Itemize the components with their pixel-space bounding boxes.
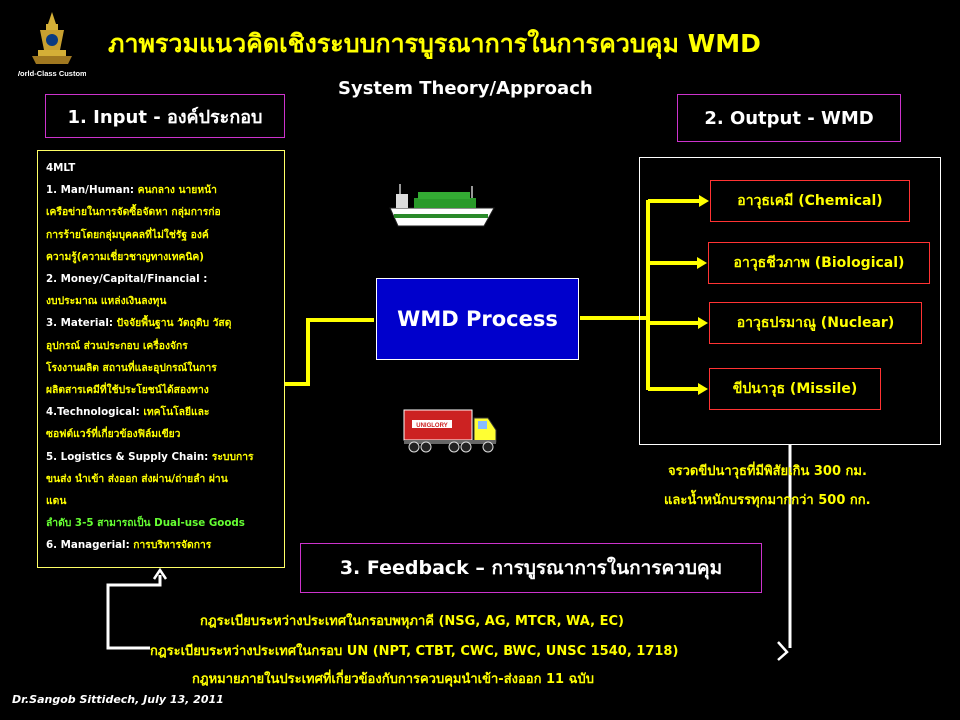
feedback-heading: 3. Feedback – การบูรณาการในการควบคุม: [300, 543, 762, 593]
input-line: 1. Man/Human: คนกลาง นายหน้า: [46, 179, 278, 201]
input-line-segment: 6. Managerial:: [46, 539, 134, 552]
input-line: โรงงานผลิต สถานที่และอุปกรณ์ในการ: [46, 357, 278, 379]
input-line-segment: การร้ายโดยกลุ่มบุคคลที่ไม่ใช่รัฐ องค์: [46, 228, 209, 241]
input-line-segment: 5. Logistics & Supply Chain:: [46, 450, 212, 463]
feedback-line-domestic: กฎหมายภายในประเทศที่เกี่ยวข้องกับการควบค…: [192, 672, 594, 687]
input-line-segment: อุปกรณ์ ส่วนประกอบ เครื่องจักร: [46, 339, 188, 352]
weapon-biological: อาวุธชีวภาพ (Biological): [708, 242, 930, 284]
input-line-segment: ปัจจัยพื้นฐาน วัตถุดิบ วัสดุ: [116, 317, 232, 330]
arrowhead-biological: [697, 257, 707, 269]
weapon-chemical: อาวุธเคมี (Chemical): [710, 180, 910, 222]
input-line-segment: ผลิตสารเคมีที่ใช้ประโยชน์ได้สองทาง: [46, 384, 209, 397]
input-line: แดน: [46, 490, 278, 512]
input-line: ความรู้(ความเชี่ยวชาญทางเทคนิค): [46, 246, 278, 268]
input-line-segment: ระบบการ: [211, 450, 254, 463]
arrowhead-missile: [698, 383, 708, 395]
feedback-line-multilateral: กฎระเบียบระหว่างประเทศในกรอบพหุภาคี (NSG…: [200, 614, 624, 629]
input-line: ซอฟต์แวร์ที่เกี่ยวข้องฟิล์มเขียว: [46, 423, 278, 445]
input-line: งบประมาณ แหล่งเงินลงทุน: [46, 290, 278, 312]
input-to-process-connector: [285, 318, 374, 386]
weapon-missile: ขีปนาวุธ (Missile): [709, 368, 881, 410]
input-line-segment: คนกลาง นายหน้า: [137, 184, 217, 197]
feedback-line-un: กฎระเบียบระหว่างประเทศในกรอบ UN (NPT, CT…: [150, 644, 679, 659]
input-line: 4.Technological: เทคโนโลยีและ: [46, 401, 278, 423]
missile-payload-note: และน้ำหนักบรรทุกมากกว่า 500 กก.: [664, 493, 871, 508]
input-line-segment: 4MLT: [46, 162, 76, 174]
input-line-segment: แดน: [46, 495, 67, 508]
author-credit: Dr.Sangob Sittidech, July 13, 2011: [12, 693, 224, 706]
input-line: ลำดับ 3-5 สามารถเป็น Dual-use Goods: [46, 512, 278, 534]
input-line: ขนส่ง นำเข้า ส่งออก ส่งผ่าน/ถ่ายลำ ผ่าน: [46, 468, 278, 490]
input-line-segment: งบประมาณ แหล่งเงินลงทุน: [46, 295, 167, 308]
input-line-segment: เทคโนโลยีและ: [143, 406, 210, 419]
svg-text:World-Class Customs: World-Class Customs: [18, 69, 86, 78]
arrowhead-nuclear: [698, 317, 708, 329]
missile-range-note: จรวดขีปนาวุธที่มีพิสัยเกิน 300 กม.: [668, 464, 867, 479]
feedback-to-input-line: [106, 575, 162, 650]
feedback-to-input-arrowhead: [152, 567, 168, 580]
input-line: 4MLT: [46, 157, 278, 179]
input-line-segment: เครือข่ายในการจัดซื้อจัดหา กลุ่มการก่อ: [46, 206, 221, 219]
arrowhead-chemical: [699, 195, 709, 207]
input-line-segment: โรงงานผลิต สถานที่และอุปกรณ์ในการ: [46, 361, 217, 374]
cargo-ship-icon: [389, 184, 495, 227]
container-truck-icon: UNIGLORY: [403, 409, 497, 453]
input-line-segment: 3. Material:: [46, 317, 117, 330]
input-line-segment: 2. Money/Capital/Financial :: [46, 273, 208, 286]
input-line-segment: ความรู้(ความเชี่ยวชาญทางเทคนิค): [46, 250, 205, 263]
input-heading: 1. Input - องค์ประกอบ: [45, 94, 285, 138]
input-line-segment: 4.Technological:: [46, 406, 144, 419]
input-line-segment: ลำดับ 3-5 สามารถเป็น Dual-use Goods: [46, 517, 245, 530]
page-title: ภาพรวมแนวคิดเชิงระบบการบูรณาการในการควบค…: [108, 29, 761, 58]
input-line: 5. Logistics & Supply Chain: ระบบการ: [46, 446, 278, 468]
input-line-segment: การบริหารจัดการ: [133, 539, 212, 552]
wmd-process-box: WMD Process: [376, 278, 579, 360]
page-subtitle: System Theory/Approach: [338, 78, 593, 99]
weapon-nuclear: อาวุธปรมาณู (Nuclear): [709, 302, 922, 344]
output-frame: [639, 157, 941, 445]
world-class-customs-logo: World-Class Customs: [18, 12, 86, 78]
feedback-return-arrowhead: [777, 641, 789, 661]
input-line: เครือข่ายในการจัดซื้อจัดหา กลุ่มการก่อ: [46, 201, 278, 223]
input-line-segment: ขนส่ง นำเข้า ส่งออก ส่งผ่าน/ถ่ายลำ ผ่าน: [46, 472, 228, 485]
input-line-segment: ซอฟต์แวร์ที่เกี่ยวข้องฟิล์มเขียว: [46, 428, 181, 441]
input-line: 2. Money/Capital/Financial :: [46, 268, 278, 290]
output-heading: 2. Output - WMD: [677, 94, 901, 142]
svg-text:UNIGLORY: UNIGLORY: [416, 423, 447, 429]
input-line-segment: 1. Man/Human:: [46, 184, 138, 197]
input-components-box: 4MLT 1. Man/Human: คนกลาง นายหน้าเครือข่า…: [37, 150, 285, 568]
input-line: 3. Material: ปัจจัยพื้นฐาน วัตถุดิบ วัสด…: [46, 312, 278, 334]
input-line: ผลิตสารเคมีที่ใช้ประโยชน์ได้สองทาง: [46, 379, 278, 401]
input-line: อุปกรณ์ ส่วนประกอบ เครื่องจักร: [46, 335, 278, 357]
input-line: 6. Managerial: การบริหารจัดการ: [46, 534, 278, 556]
input-line: การร้ายโดยกลุ่มบุคคลที่ไม่ใช่รัฐ องค์: [46, 224, 278, 246]
